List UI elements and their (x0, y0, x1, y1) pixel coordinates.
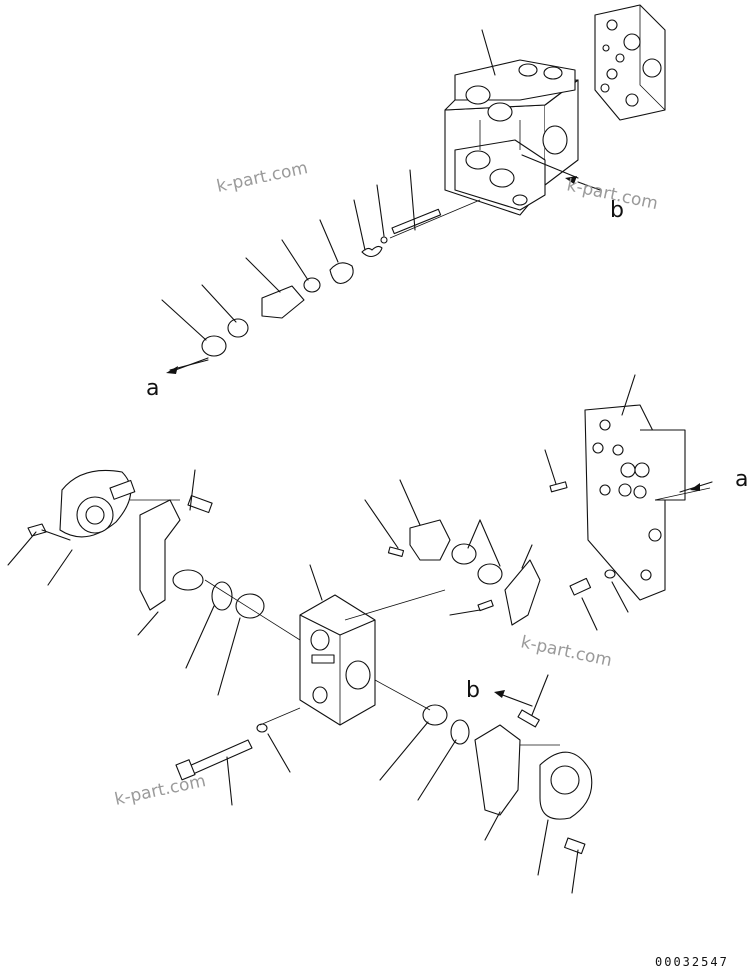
view-label-b-lower: b (466, 678, 480, 703)
seal-rings-left (211, 581, 265, 619)
mounting-plate-right (584, 404, 686, 601)
spool-parts (201, 199, 481, 357)
view-label-a-upper: a (146, 376, 159, 401)
view-arrows (166, 176, 713, 707)
middle-small-parts (387, 481, 568, 626)
view-label-b-upper: b (610, 198, 624, 223)
drawing-code: 00032547 (655, 955, 729, 969)
bracket-left (139, 495, 213, 611)
long-bolt (175, 723, 268, 781)
valve-body-top (444, 59, 579, 216)
view-label-a-right: a (735, 467, 748, 492)
watermark-1: k-part.com (215, 158, 310, 197)
watermark-4: k-part.com (113, 771, 208, 810)
lower-right-parts (422, 569, 616, 855)
end-cover-plate (594, 4, 666, 121)
watermark-3: k-part.com (519, 632, 614, 671)
leader-lines-upper (161, 29, 579, 371)
assembly-guide-lines (130, 487, 711, 746)
front-cover-left (27, 469, 136, 541)
center-pump-body (299, 594, 376, 726)
leader-lines-lower (7, 374, 636, 894)
